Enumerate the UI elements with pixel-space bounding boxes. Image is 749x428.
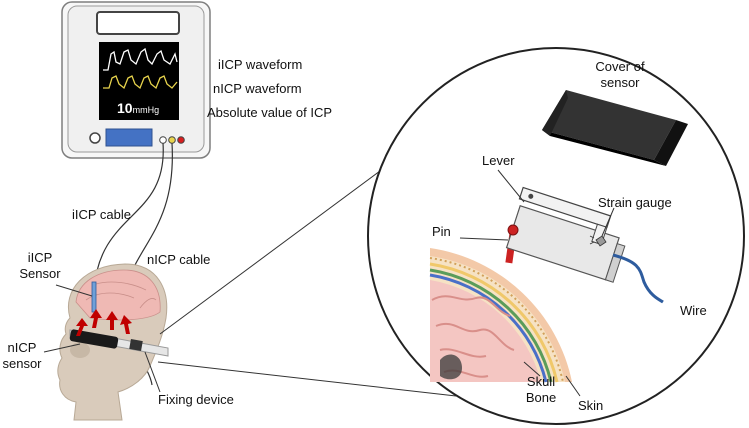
label-absolute-value: Absolute value of ICP [207,105,333,120]
label-strain-gauge: Strain gauge [598,195,672,210]
sensor-wire [612,253,664,304]
label-cover-line1: Cover of [595,59,645,74]
pressure-arrows [76,309,132,336]
sensor-cover [542,90,688,166]
label-bone: Bone [525,390,557,405]
iicp-cable [93,142,164,291]
iicp-sensor-probe [91,281,97,313]
label-nicp-waveform: nICP waveform [213,81,302,96]
monitor-knob [89,132,101,144]
strain-gauge-element [595,235,607,247]
head-eye-socket [70,342,90,358]
pin-head [507,224,519,236]
fixing-device-pointer [144,351,161,393]
brain-layer [430,280,541,382]
label-iicp-sensor: iICP Sensor [16,250,64,282]
label-fixing-device: Fixing device [158,392,234,407]
magnifier-line-top [159,167,385,335]
skin-pointer [565,375,581,397]
power-port [177,136,185,144]
screen-icp-value: 10mmHg [117,100,160,116]
label-iicp-cable: iICP cable [72,207,132,222]
label-iicp-sensor-line1: iICP [27,250,53,265]
label-skull: Skull [526,374,556,389]
label-wire: Wire [680,303,707,318]
iicp-sensor-pointer [55,284,93,297]
nicp-sensor-pointer [43,343,81,353]
nicp-sensor-device [69,329,119,349]
label-iicp-waveform: iICP waveform [218,57,303,72]
label-nicp-sensor-line2: sensor [2,356,42,371]
monitor-top-slot [96,11,180,35]
nicp-port [168,136,176,144]
label-pin: Pin [432,224,451,239]
label-cover-line2: sensor [600,75,640,90]
monitor-display-panel [105,128,153,147]
pin-pointer [459,237,509,241]
head-illustration [57,263,169,421]
label-skin: Skin [578,398,604,413]
label-nicp-cable: nICP cable [147,252,211,267]
lever-pointer [497,169,525,203]
nicp-waveform-trace [103,75,178,90]
skull-pointer [523,361,541,377]
strain-gauge-pointer [601,207,615,237]
fixing-device-block [129,339,143,351]
label-lever: Lever [482,153,515,168]
magnifier-line-bottom [157,361,457,397]
iicp-waveform-trace [103,47,178,71]
label-skull-bone: Skull Bone [520,374,562,406]
label-nicp-sensor-line1: nICP [7,340,37,355]
monitor [61,1,211,159]
iicp-port [159,136,167,144]
label-nicp-sensor: nICP sensor [2,340,42,372]
lever [518,186,612,246]
label-iicp-sensor-line2: Sensor [19,266,61,281]
cross-section [429,248,572,383]
label-cover-of-sensor: Cover of sensor [586,59,654,91]
